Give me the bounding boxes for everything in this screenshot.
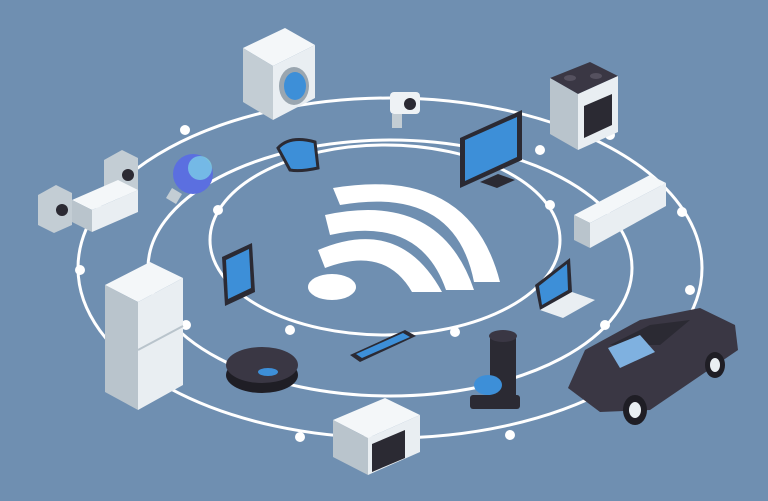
laptop <box>535 258 595 318</box>
smartphone <box>350 330 416 362</box>
tablet <box>222 243 255 306</box>
wifi-icon <box>308 184 500 300</box>
smart-bulb <box>166 154 213 204</box>
refrigerator <box>105 262 184 410</box>
coffee-maker <box>470 330 520 409</box>
smartwatch <box>276 138 320 173</box>
inner-ring <box>208 143 562 337</box>
microwave <box>333 398 420 475</box>
router <box>72 180 138 232</box>
car <box>568 308 738 425</box>
tv <box>460 110 522 188</box>
ring-nodes <box>75 125 695 442</box>
air-conditioner <box>574 175 666 248</box>
robot-vacuum <box>226 347 298 393</box>
washing-machine <box>243 28 315 120</box>
stove <box>550 62 618 150</box>
security-camera <box>390 92 420 128</box>
